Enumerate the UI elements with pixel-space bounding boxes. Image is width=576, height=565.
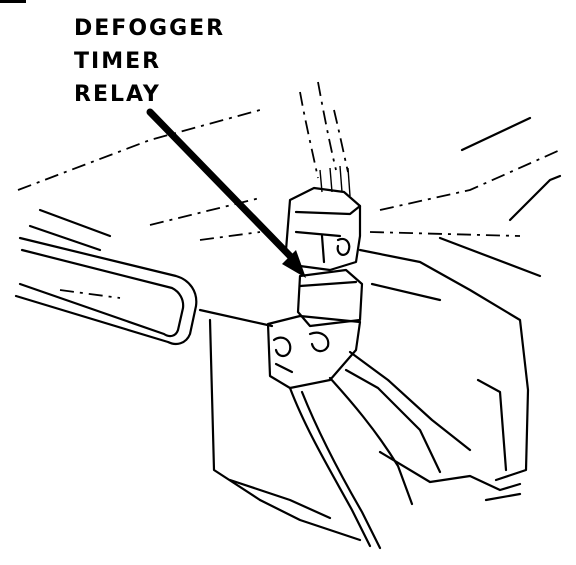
wire-harness-dashed	[299, 81, 349, 179]
label-line-2: TIMER	[74, 49, 162, 74]
defogger-timer-relay-label: DEFOGGER TIMER RELAY	[74, 12, 225, 111]
mounting-bracket	[266, 314, 362, 390]
upper-right-frame-lines	[438, 116, 562, 278]
steering-column	[288, 350, 472, 550]
corner-mark	[0, 0, 26, 3]
background-dashed-lines	[17, 109, 561, 299]
lower-trim	[476, 378, 522, 502]
dashboard-panel	[198, 248, 530, 542]
label-line-3: RELAY	[74, 82, 161, 107]
callout-leader-arrow	[146, 108, 306, 278]
label-line-1: DEFOGGER	[74, 16, 226, 41]
left-bracket	[14, 208, 198, 345]
relay-body	[296, 268, 364, 328]
relay-connector	[284, 165, 362, 272]
